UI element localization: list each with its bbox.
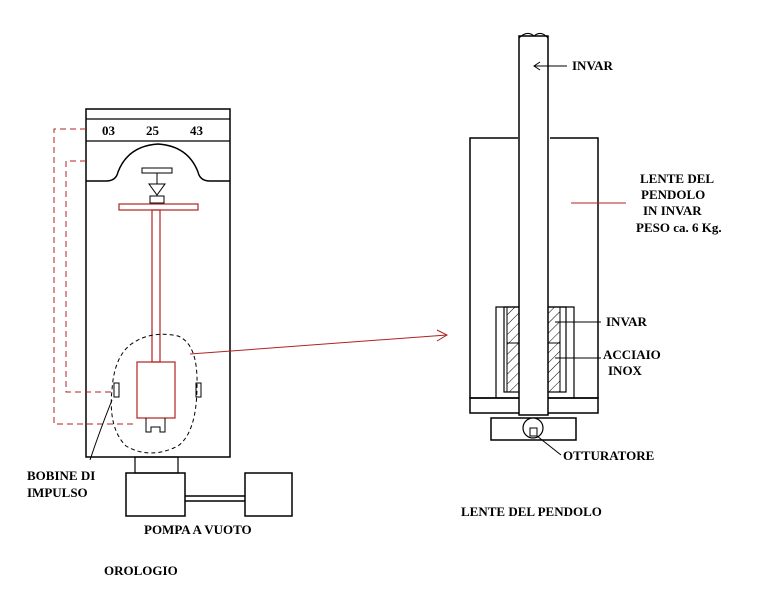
shutter-pin bbox=[529, 427, 538, 437]
detail-arrow-line bbox=[189, 334, 448, 355]
coil-wire-inner bbox=[65, 160, 114, 393]
dial-digit-3: 43 bbox=[190, 123, 204, 138]
invar-insert-left bbox=[506, 306, 520, 344]
clock-assembly: 03 25 43 bbox=[53, 108, 449, 517]
detail-highlight-ellipse bbox=[110, 333, 198, 454]
steel-insert-right bbox=[547, 342, 561, 393]
lens-note-line2: PENDOLO bbox=[641, 187, 705, 202]
clock-caption: OROLOGIO bbox=[104, 563, 178, 578]
clock-base bbox=[134, 456, 179, 474]
rod-break-icon bbox=[518, 32, 549, 39]
steel-insert-left bbox=[506, 342, 520, 393]
pendulum-rod bbox=[151, 209, 161, 363]
suspension-crossbar bbox=[118, 203, 199, 211]
invar-insert-label: INVAR bbox=[606, 314, 648, 329]
coils-leader-line bbox=[89, 399, 113, 461]
lens-note-line3: IN INVAR bbox=[643, 203, 702, 218]
pendulum-lens-caption: LENTE DEL PENDOLO bbox=[461, 504, 602, 519]
detail-arrow-head-icon bbox=[436, 329, 449, 342]
pendulum-bob-foot bbox=[145, 418, 166, 433]
dial-digit-2: 25 bbox=[146, 123, 160, 138]
steel-label-line2: INOX bbox=[608, 363, 643, 378]
impulse-coils-label-line1: BOBINE DI bbox=[27, 468, 95, 483]
shutter-label: OTTURATORE bbox=[563, 448, 654, 463]
impulse-coils-label-line2: IMPULSO bbox=[27, 485, 88, 500]
invar-insert-right bbox=[547, 306, 561, 344]
steel-label-line1: ACCIAIO bbox=[603, 347, 661, 362]
invar-top-arrow-icon bbox=[533, 61, 541, 71]
coil-wire-outer bbox=[53, 128, 137, 425]
arch-partition bbox=[86, 143, 230, 182]
lens-note-line1: LENTE DEL bbox=[640, 171, 714, 186]
pendulum-lens-detail bbox=[469, 32, 626, 456]
clock-case bbox=[85, 108, 231, 458]
pendulum-bob bbox=[136, 361, 176, 419]
dial-digit-1: 03 bbox=[102, 123, 116, 138]
suspension-pivot-icon bbox=[148, 183, 166, 196]
shutter-leader bbox=[536, 435, 562, 456]
pump-right-block bbox=[244, 472, 293, 517]
suspension-block bbox=[149, 195, 165, 204]
impulse-coil-left bbox=[113, 382, 120, 398]
invar-top-label: INVAR bbox=[572, 58, 614, 73]
pump-left-block bbox=[125, 472, 186, 517]
impulse-coil-right bbox=[195, 382, 202, 398]
invar-rod bbox=[518, 35, 549, 416]
vacuum-pump-label: POMPA A VUOTO bbox=[144, 522, 252, 537]
suspension-bar-top bbox=[141, 167, 173, 174]
lens-note-line4: PESO ca. 6 Kg. bbox=[636, 220, 722, 235]
